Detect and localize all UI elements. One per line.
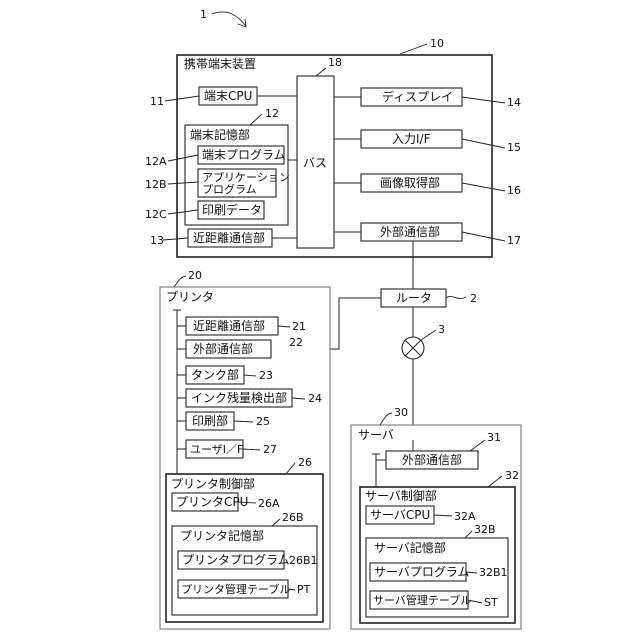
input-if-ref: 15 bbox=[507, 141, 521, 154]
terminal-ref: 10 bbox=[430, 37, 444, 50]
printer-title: プリンタ bbox=[166, 290, 214, 304]
printer-storage-ref: 26B bbox=[282, 511, 304, 524]
terminal-cpu-ref: 11 bbox=[150, 95, 164, 108]
print-data-label: 印刷データ bbox=[202, 202, 262, 217]
printer-table-ref: PT bbox=[297, 583, 311, 596]
application-program-ref: 12B bbox=[145, 178, 167, 191]
image-acquisition-ref: 16 bbox=[507, 184, 521, 197]
printer-ref: 20 bbox=[188, 269, 202, 282]
server-ref: 30 bbox=[394, 406, 408, 419]
terminal-ext-comm-ref: 17 bbox=[507, 234, 521, 247]
printer-table-label: プリンタ管理テーブル bbox=[181, 582, 290, 596]
server-program-ref: 32B1 bbox=[479, 566, 508, 579]
printer-ref-leader bbox=[174, 276, 186, 287]
terminal-ref-leader bbox=[400, 44, 427, 54]
router-ref-leader bbox=[446, 296, 466, 298]
terminal-storage-label: 端末記憶部 bbox=[190, 127, 250, 142]
printer-program-ref: 26B1 bbox=[289, 554, 318, 567]
server-control-label: サーバ制御部 bbox=[365, 488, 437, 503]
printer-cpu-ref: 26A bbox=[258, 497, 280, 510]
print-unit-ref: 25 bbox=[256, 415, 270, 428]
user-if-ref: 27 bbox=[263, 443, 277, 456]
printer-nfc-ref: 21 bbox=[292, 320, 306, 333]
bus-ref: 18 bbox=[328, 56, 342, 69]
terminal-nfc-ref: 13 bbox=[150, 234, 164, 247]
server-storage-label: サーバ記憶部 bbox=[374, 540, 446, 555]
bus-label: バス bbox=[303, 156, 327, 170]
user-if-label: ユーザI／F bbox=[190, 443, 243, 456]
print-data-ref: 12C bbox=[145, 208, 167, 221]
server-program-label: サーバプログラム bbox=[374, 565, 470, 579]
server-ext-comm-ref: 31 bbox=[487, 431, 501, 444]
figure-arrow bbox=[212, 12, 246, 26]
tank-label: タンク部 bbox=[191, 367, 239, 382]
terminal-program-label: 端末プログラム bbox=[202, 148, 286, 162]
printer-nfc-label: 近距離通信部 bbox=[193, 318, 265, 333]
ink-detector-ref: 24 bbox=[308, 392, 322, 405]
figure-number: 1 bbox=[200, 8, 207, 21]
terminal-ext-comm-label: 外部通信部 bbox=[380, 224, 440, 239]
ink-detector-label: インク残量検出部 bbox=[191, 390, 287, 405]
printer-control-label: プリンタ制御部 bbox=[171, 476, 255, 491]
server-title: サーバ bbox=[358, 428, 394, 442]
image-acquisition-label: 画像取得部 bbox=[380, 175, 440, 190]
printer-storage-label: プリンタ記憶部 bbox=[180, 528, 264, 543]
terminal-cpu-label: 端末CPU bbox=[204, 89, 252, 103]
display-ref: 14 bbox=[507, 96, 521, 109]
terminal-nfc-label: 近距離通信部 bbox=[193, 230, 265, 245]
application-program-line2: プログラム bbox=[202, 182, 257, 196]
terminal-program-ref: 12A bbox=[145, 155, 167, 168]
printer-ext-comm-label: 外部通信部 bbox=[193, 341, 253, 356]
printer-control-ref: 26 bbox=[298, 456, 312, 469]
terminal-title: 携帯端末装置 bbox=[184, 56, 256, 71]
server-table-ref: ST bbox=[484, 596, 498, 609]
network-ref-leader bbox=[421, 330, 436, 340]
printer-ext-comm-ref: 22 bbox=[289, 336, 303, 349]
terminal-storage-ref: 12 bbox=[265, 107, 279, 120]
network-ref: 3 bbox=[438, 323, 445, 336]
server-cpu-label: サーバCPU bbox=[370, 508, 430, 522]
router-label: ルータ bbox=[396, 291, 432, 305]
server-cpu-ref: 32A bbox=[454, 510, 476, 523]
printer-program-label: プリンタプログラム bbox=[182, 553, 290, 567]
router-ref: 2 bbox=[470, 292, 477, 305]
server-storage-ref: 32B bbox=[474, 523, 496, 536]
input-if-label: 入力I/F bbox=[392, 132, 431, 146]
tank-ref: 23 bbox=[259, 369, 273, 382]
server-control-ref: 32 bbox=[505, 469, 519, 482]
display-label: ディスプレイ bbox=[382, 89, 453, 104]
print-unit-label: 印刷部 bbox=[192, 413, 228, 428]
server-table-label: サーバ管理テーブル bbox=[373, 593, 471, 607]
server-ref-leader bbox=[380, 413, 392, 425]
printer-cpu-label: プリンタCPU bbox=[176, 495, 248, 509]
server-ext-comm-label: 外部通信部 bbox=[402, 452, 462, 467]
figure-arrowhead bbox=[238, 19, 246, 27]
